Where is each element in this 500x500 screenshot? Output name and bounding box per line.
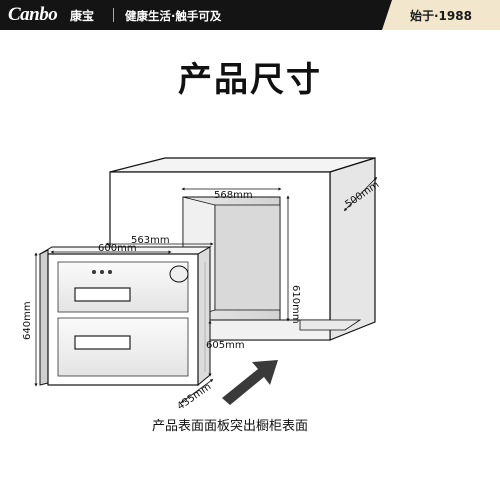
product-width-label: 600mm: [98, 243, 137, 254]
cabinet-depth-line: [343, 176, 378, 212]
cabinet-height-label: 610mm: [290, 285, 301, 324]
diagram-caption: 产品表面面板突出橱柜表面: [151, 419, 308, 434]
product-side-line: [180, 379, 214, 403]
brand-slogan: 健康生活·触手可及: [125, 9, 222, 23]
brand-logo: Canbo: [8, 4, 58, 25]
since-badge: [382, 0, 500, 30]
product-depth-label: 563mm: [131, 235, 170, 246]
product-side-label: 435mm: [175, 381, 213, 412]
since-text: 始于·1988: [410, 9, 472, 23]
product-height-label: 640mm: [22, 301, 33, 340]
page-title: 产品尺寸: [178, 60, 322, 100]
product-lower-label: 605mm: [206, 340, 245, 351]
disinfection-cabinet: [38, 246, 212, 387]
insert-arrow: [222, 360, 278, 405]
dimension-diagram: 568mm 610mm 500mm 563mm 600mm 640mm 605m…: [22, 157, 381, 412]
header-divider: [113, 8, 114, 22]
brand-name-cn: 康宝: [70, 9, 95, 23]
cabinet-width-label: 568mm: [214, 190, 253, 201]
